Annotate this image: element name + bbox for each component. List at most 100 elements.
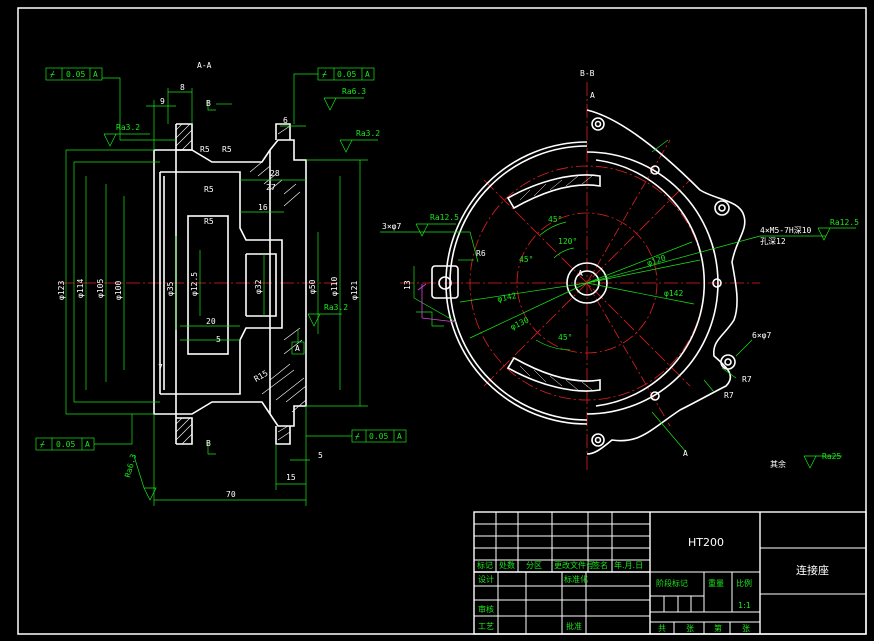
dimension-lines-aa (35, 67, 407, 506)
dim-5: 5 (216, 335, 221, 344)
header-cell-6: 年.月.日 (614, 560, 643, 570)
hatch-aa (175, 123, 307, 445)
sheet-cell-4: 张 (742, 624, 750, 633)
dim-dia-123: φ123 (57, 281, 66, 300)
dim-r5b: R5 (222, 145, 232, 154)
header-cell-4: 更改文件号 (554, 560, 594, 570)
roughness-5: Ra6.3 (123, 453, 138, 479)
bb-r7a: R7 (742, 375, 752, 384)
scale-label: 比例 (736, 578, 752, 588)
std-label: 标准化 (564, 574, 588, 584)
section-aa-view: A-A (35, 61, 407, 506)
bb-datum-top: A (590, 91, 595, 100)
dim-15: 15 (286, 473, 296, 482)
dimension-lines-bb (380, 139, 856, 469)
labels-aa: ⌿ 0.05 A ⌿ 0.05 A ⌿ 0.05 A ⌿ 0.05 A Ra3.… (40, 70, 402, 499)
roughness-4: Ra3.2 (324, 303, 348, 312)
bb-slot: 3×φ7 (382, 222, 401, 231)
bb-center-label: A (578, 269, 583, 278)
row-review: 审核 (478, 604, 494, 614)
bb-r7b: R7 (724, 391, 734, 400)
gdt-br-symbol: ⌿ (355, 432, 360, 441)
dim-9: 9 (160, 97, 165, 106)
cut-marker-b-bottom: B (206, 439, 211, 448)
dim-28: 28 (270, 169, 280, 178)
gdt-bl-symbol: ⌿ (40, 440, 45, 449)
dim-27: 27 (266, 183, 276, 192)
header-cell-3: 分区 (526, 561, 542, 570)
dim-dia-32: φ32 (254, 279, 263, 294)
gdt-bl-value: 0.05 (56, 440, 75, 449)
sheet-cell-1: 共 (658, 624, 666, 633)
dim-70: 70 (226, 490, 236, 499)
dim-dia-100: φ100 (114, 281, 123, 300)
dim-r5a: R5 (200, 145, 210, 154)
sheet-cell-3: 第 (714, 623, 722, 633)
row-process: 工艺 (478, 622, 494, 631)
bb-d13: 13 (403, 280, 412, 290)
stage-label: 阶段标记 (656, 578, 688, 588)
bb-a45c: 45° (558, 333, 572, 342)
roughness-1: Ra3.2 (116, 123, 140, 132)
section-bb-view: B-B (380, 69, 859, 470)
bb-ra125b: Ra12.5 (830, 218, 859, 227)
dim-6: 6 (283, 116, 288, 125)
roughness-2: Ra6.3 (342, 87, 366, 96)
gdt-bl-datum: A (85, 440, 90, 449)
dim-7: 7 (158, 363, 163, 372)
gdt-tr-symbol: ⌿ (322, 70, 327, 79)
row-design: 设计 (478, 574, 494, 584)
gdt-tl-datum: A (93, 70, 98, 79)
dim-5-bottom: 5 (318, 451, 323, 460)
part-name-text: 连接座 (796, 563, 829, 577)
general-roughness-value: Ra25 (822, 452, 841, 461)
approve-label: 批准 (566, 621, 582, 631)
bb-thread-depth: 孔深12 (760, 237, 786, 246)
gdt-tl-symbol: ⌿ (50, 70, 55, 79)
dim-r5c: R5 (204, 185, 214, 194)
bb-d142a: φ142 (497, 291, 518, 304)
dim-dia-110: φ110 (330, 277, 339, 296)
bb-a45b: 45° (519, 255, 533, 264)
title-block-text: HT200 连接座 标记 处数 分区 更改文件号 签名 年.月.日 设计 审核 … (477, 536, 829, 633)
roughness-3: Ra3.2 (356, 129, 380, 138)
general-roughness-label: 其余 (770, 459, 786, 469)
dim-r15: R15 (253, 369, 270, 384)
hatch-bb (519, 175, 593, 391)
dim-8: 8 (180, 83, 185, 92)
bb-a120: 120° (558, 237, 577, 246)
bb-d142b: φ142 (664, 289, 683, 298)
dim-dia-50: φ50 (308, 279, 317, 294)
header-cell-1: 标记 (477, 560, 493, 570)
gdt-br-value: 0.05 (369, 432, 388, 441)
bb-datum-bottom: A (683, 449, 688, 458)
dim-dia-105: φ105 (96, 279, 105, 298)
material-text: HT200 (688, 536, 724, 549)
dim-16: 16 (258, 203, 268, 212)
bb-r6: R6 (476, 249, 486, 258)
dim-dia-35: φ35 (166, 281, 175, 296)
datum-a-aa: A (295, 344, 300, 353)
gdt-br-datum: A (397, 432, 402, 441)
sheet-cell-2: 张 (686, 624, 694, 633)
dim-dia-12-5: φ12.5 (190, 272, 199, 296)
bb-ra125a: Ra12.5 (430, 213, 459, 222)
labels-bb: A A A 3×φ7 Ra12.5 R6 13 45° 45° 45° 120°… (382, 91, 859, 458)
bb-d120: φ120 (646, 253, 667, 268)
title-block (473, 511, 867, 635)
part-outline-bb (431, 109, 746, 455)
bb-thread: 4×M5-7H深10 (760, 226, 812, 235)
cut-marker-b-top: B (206, 99, 211, 108)
part-outline-aa (153, 123, 307, 445)
gdt-tr-datum: A (365, 70, 370, 79)
drawing-border (17, 7, 867, 635)
dim-20: 20 (206, 317, 216, 326)
section-aa-title: A-A (197, 61, 212, 70)
scale-value: 1:1 (738, 601, 751, 610)
dim-dia-114: φ114 (76, 279, 85, 298)
dim-r5d: R5 (204, 217, 214, 226)
gdt-tl-value: 0.05 (66, 70, 85, 79)
header-cell-5: 签名 (592, 560, 608, 570)
weight-label: 重量 (708, 578, 724, 588)
